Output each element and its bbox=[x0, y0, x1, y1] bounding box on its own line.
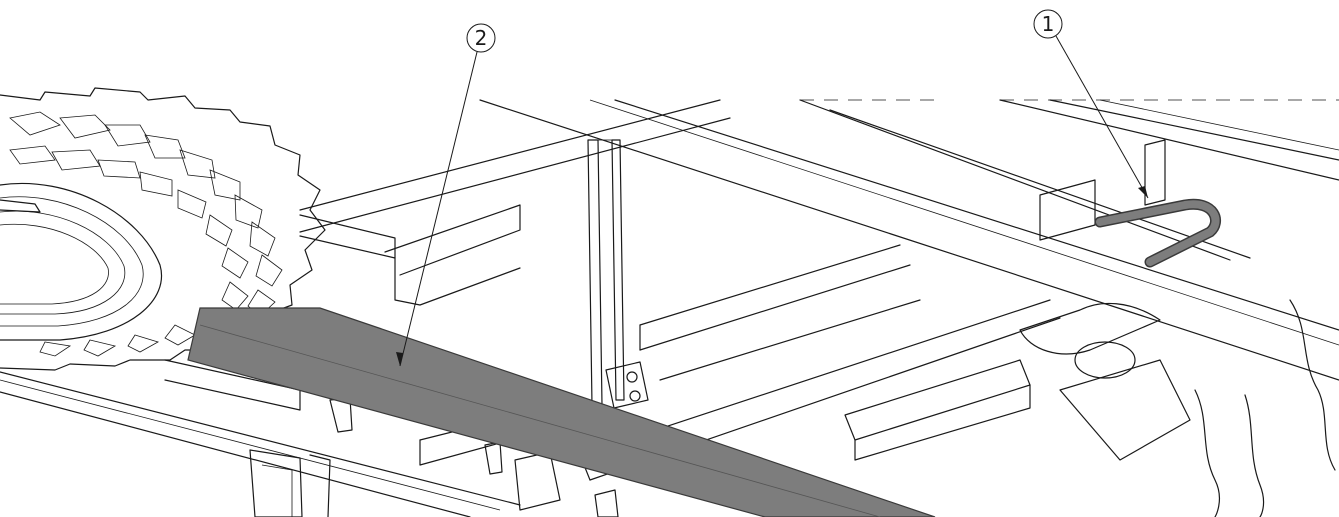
callout-2-label: 2 bbox=[475, 26, 488, 50]
callout-2-leader bbox=[399, 51, 478, 367]
callout-1-arrowhead bbox=[1138, 186, 1148, 198]
spare-tire bbox=[0, 87, 326, 371]
callout-1: 1 bbox=[1033, 9, 1149, 199]
highlighted-strap-part-2 bbox=[187, 307, 936, 517]
callout-2-arrowhead bbox=[396, 352, 403, 366]
callout-2: 2 bbox=[396, 23, 496, 367]
callout-2-circle bbox=[466, 23, 496, 53]
callout-1-leader bbox=[1055, 35, 1149, 199]
callout-1-label: 1 bbox=[1042, 12, 1055, 36]
highlighted-u-bolt-part-1 bbox=[1094, 198, 1221, 268]
callout-1-circle bbox=[1033, 9, 1063, 39]
